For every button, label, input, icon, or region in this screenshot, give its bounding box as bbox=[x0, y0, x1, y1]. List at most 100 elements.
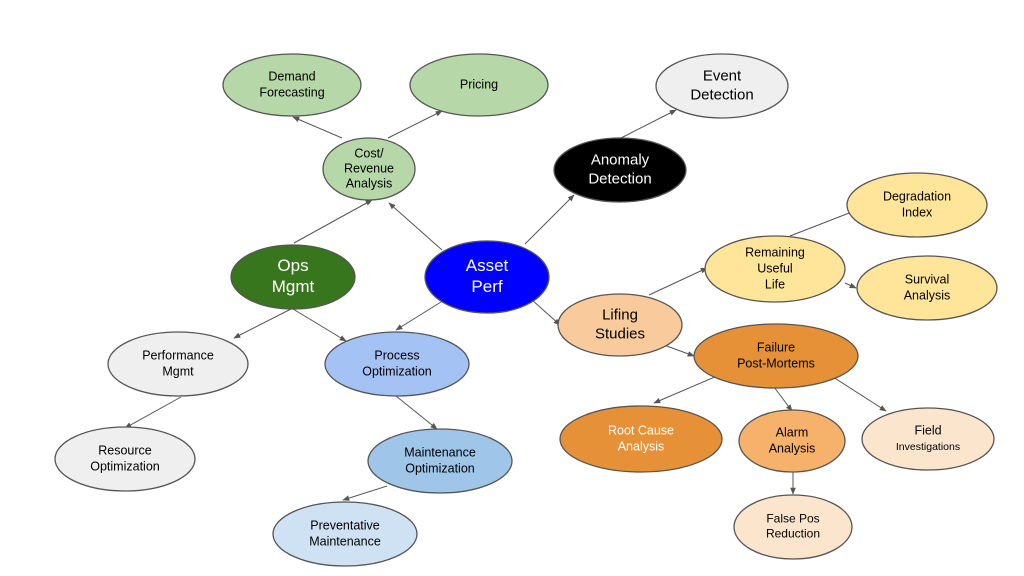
node-label: Resource bbox=[98, 443, 152, 457]
connector-arrow bbox=[124, 396, 182, 429]
connector-arrow bbox=[648, 267, 708, 296]
connector-arrow bbox=[388, 202, 443, 251]
node-label: Investigations bbox=[896, 441, 960, 453]
node-label: Event bbox=[703, 67, 742, 84]
node-label: Reduction bbox=[766, 527, 820, 541]
node-ellipse bbox=[856, 255, 998, 321]
node-label: Preventative bbox=[310, 518, 380, 532]
connector-arrow bbox=[233, 308, 292, 339]
node-ellipse bbox=[693, 323, 859, 389]
node-label: Root Cause bbox=[608, 423, 674, 437]
connector-arrow bbox=[342, 485, 388, 501]
node-label: Demand bbox=[268, 69, 315, 83]
node-label: Failure bbox=[757, 340, 795, 354]
node-label: Optimization bbox=[405, 461, 475, 475]
node-ellipse bbox=[738, 409, 846, 473]
node-label: Field bbox=[914, 423, 941, 437]
node-label: Alarm bbox=[776, 425, 809, 439]
node-ellipse bbox=[655, 53, 789, 119]
node-ellipse bbox=[424, 240, 550, 314]
node-label: Maintenance bbox=[309, 534, 381, 548]
connector-arrow bbox=[620, 109, 677, 139]
node-ellipse bbox=[557, 293, 683, 357]
node-label: Mgmt bbox=[272, 277, 315, 296]
node-ellipse bbox=[846, 172, 988, 238]
node-ellipse bbox=[222, 53, 362, 117]
node-label: Studies bbox=[595, 325, 645, 342]
node-label: Degradation bbox=[883, 189, 951, 203]
node-label: Analysis bbox=[618, 439, 665, 453]
node-label: Optimization bbox=[362, 364, 432, 378]
node-label: Mgmt bbox=[162, 364, 194, 378]
node-label: Process bbox=[374, 348, 419, 362]
node-label: Perf bbox=[471, 277, 502, 296]
connector-arrow bbox=[395, 301, 442, 331]
node-ellipse bbox=[324, 331, 470, 397]
connector-arrow bbox=[292, 116, 343, 139]
node-label: False Pos bbox=[766, 512, 819, 526]
node-ellipse bbox=[107, 331, 249, 397]
connector-arrow bbox=[387, 110, 443, 139]
node-label: Index bbox=[902, 205, 933, 219]
node-ellipse bbox=[322, 137, 416, 201]
node-label: Anomaly bbox=[591, 151, 650, 168]
node-label: Lifing bbox=[602, 306, 638, 323]
connector-arrow bbox=[663, 344, 695, 357]
node-ellipse bbox=[559, 405, 723, 473]
connector-arrow bbox=[844, 282, 857, 289]
node-label: Maintenance bbox=[404, 445, 476, 459]
connector-arrow bbox=[292, 308, 347, 342]
connector-arrow bbox=[524, 194, 575, 245]
node-ellipse bbox=[272, 501, 418, 567]
connector-arrow bbox=[653, 375, 718, 404]
node-label: Life bbox=[765, 277, 785, 291]
node-ellipse bbox=[54, 426, 196, 492]
node-label: Pricing bbox=[460, 77, 498, 91]
node-label: Analysis bbox=[904, 288, 951, 302]
node-label: Remaining bbox=[745, 245, 805, 259]
node-label: Analysis bbox=[769, 441, 816, 455]
node-label: Forecasting bbox=[259, 85, 324, 99]
node-pricing: Pricing bbox=[409, 53, 549, 117]
node-label: Survival bbox=[905, 272, 949, 286]
node-label: Performance bbox=[142, 348, 214, 362]
node-ellipse bbox=[230, 244, 356, 310]
node-ellipse bbox=[367, 428, 513, 494]
connector-arrow bbox=[395, 395, 438, 430]
node-label: Revenue bbox=[344, 161, 394, 175]
node-ellipse bbox=[409, 53, 549, 117]
node-label: Cost/ bbox=[354, 146, 384, 160]
node-label: Optimization bbox=[90, 459, 160, 473]
node-label: Asset bbox=[466, 256, 509, 275]
connector-arrow bbox=[530, 298, 561, 326]
node-ellipse bbox=[861, 407, 995, 471]
node-label: Post-Mortems bbox=[737, 356, 815, 370]
node-ellipse bbox=[553, 137, 687, 203]
node-label: Detection bbox=[588, 170, 651, 187]
connector-arrow bbox=[773, 386, 793, 412]
connector-layer bbox=[124, 109, 887, 501]
node-label: Useful bbox=[757, 261, 792, 275]
node-ellipse bbox=[704, 235, 846, 303]
node-label: Detection bbox=[690, 86, 753, 103]
